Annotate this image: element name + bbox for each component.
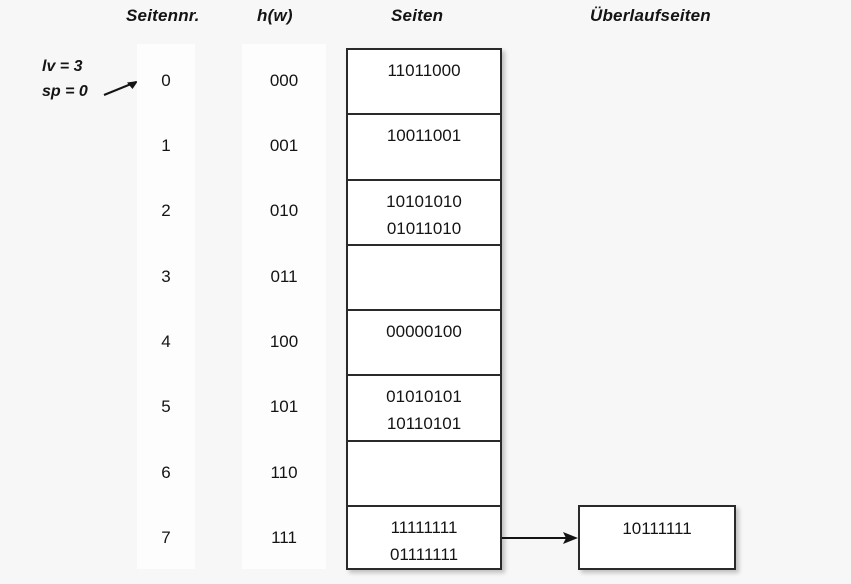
page-bucket-row [348,442,500,507]
level-split-annotation: lv = 3 sp = 0 [42,54,88,104]
page-number-cell: 6 [161,463,171,482]
record-value: 01111111 [389,544,459,564]
level-value-label: lv = 3 [42,58,83,75]
hash-value-cell: 011 [270,267,298,286]
record-value: 11011000 [387,61,461,80]
record-value: 10110101 [386,414,462,434]
pages-bucket-stack: 11011000 10011001 10101010 01011010 0000… [346,48,502,570]
page-number-cell: 1 [161,136,171,155]
hash-value-cell: 110 [270,463,298,482]
arrow-up-right-icon [103,81,138,96]
record-value: 10011001 [386,126,462,146]
record-value: 11111111 [390,517,458,537]
page-bucket-row: 00000100 [348,311,500,377]
record-value: 00000100 [386,322,462,341]
page-bucket-row: 11111111 01111111 [348,507,500,572]
hash-column-strip [242,44,326,569]
page-number-cell: 2 [161,201,171,220]
column-header-overflow-pages: Überlaufseiten [590,6,711,25]
page-number-cell: 4 [161,332,171,351]
hash-value-cell: 010 [269,201,299,220]
record-value: 10101010 [386,191,462,211]
page-bucket-row [348,246,500,311]
overflow-page-box: 10111111 [578,505,736,570]
page-bucket-row: 10101010 01011010 [348,181,500,246]
page-bucket-row: 11011000 [348,50,500,116]
hash-value-cell: 111 [271,528,297,547]
split-pointer-label: sp = 0 [42,83,88,100]
hash-value-cell: 001 [269,136,299,155]
page-number-cell: 5 [161,397,171,416]
page-number-cell: 0 [161,71,171,90]
page-number-cell: 7 [161,528,171,547]
record-value: 01011010 [386,218,462,238]
column-header-pages: Seiten [391,6,444,25]
page-bucket-row: 01010101 10110101 [348,376,500,442]
record-value: 10111111 [622,519,692,538]
column-header-page-number: Seitennr. [126,6,200,25]
record-value: 01010101 [386,387,462,407]
page-number-column-strip [137,44,195,569]
arrow-right-icon [502,532,578,544]
page-bucket-row: 10011001 [348,115,500,181]
hash-value-cell: 000 [269,71,299,90]
hash-value-cell: 101 [269,397,299,416]
page-number-cell: 3 [161,267,171,286]
hash-value-cell: 100 [269,332,299,351]
column-header-hash: h(w) [257,6,293,25]
